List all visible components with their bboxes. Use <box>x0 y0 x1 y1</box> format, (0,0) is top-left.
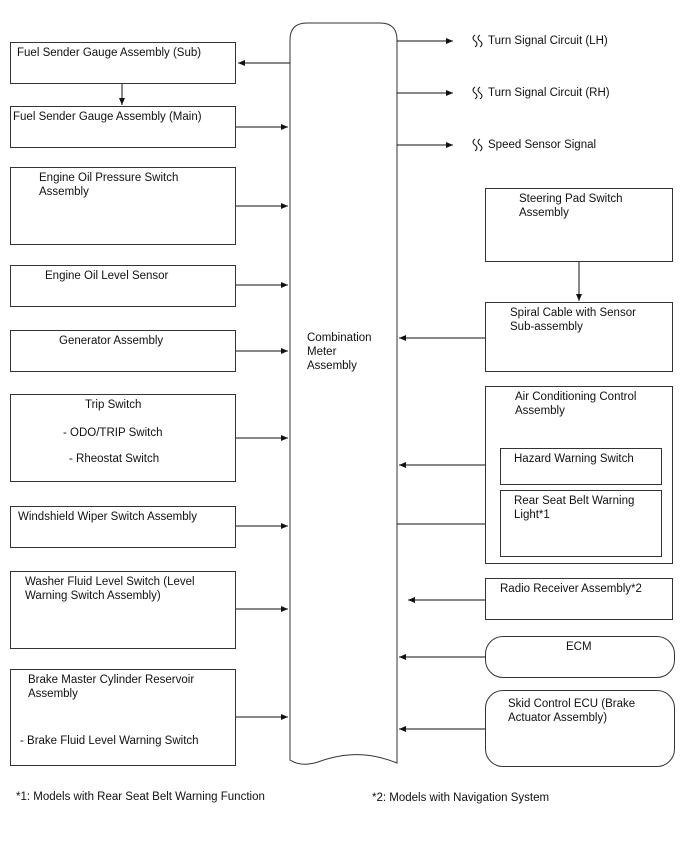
break-mark-turn-rh <box>472 86 483 100</box>
washer-level-label-2: Warning Switch Assembly) <box>25 590 161 602</box>
ecm-box: ECM <box>485 636 675 678</box>
generator-label: Generator Assembly <box>59 335 164 347</box>
rear-belt-label-1: Rear Seat Belt Warning <box>514 495 635 507</box>
brake-reservoir-label-2: Assembly <box>28 688 78 700</box>
fuel-sender-sub-label: Fuel Sender Gauge Assembly (Sub) <box>17 47 202 59</box>
steering-pad-box: Steering Pad Switch Assembly <box>485 188 673 262</box>
footnote-1: *1: Models with Rear Seat Belt Warning F… <box>16 791 265 803</box>
wiper-switch-label: Windshield Wiper Switch Assembly <box>18 511 197 523</box>
footnote-2: *2: Models with Navigation System <box>372 792 550 804</box>
turn-signal-rh-label: Turn Signal Circuit (RH) <box>488 87 610 99</box>
combination-meter-label-1: Combination <box>307 332 372 344</box>
skid-control-label-2: Actuator Assembly) <box>508 712 608 724</box>
rear-belt-label-2: Light*1 <box>514 509 550 521</box>
hazard-switch-box: Hazard Warning Switch <box>500 448 662 485</box>
oil-pressure-label-1: Engine Oil Pressure Switch <box>39 172 179 184</box>
trip-switch-box: Trip Switch - ODO/TRIP Switch - Rheostat… <box>10 394 236 482</box>
fuel-sender-main-label: Fuel Sender Gauge Assembly (Main) <box>13 111 202 123</box>
oil-pressure-switch-box: Engine Oil Pressure Switch Assembly <box>10 167 236 245</box>
spiral-cable-box: Spiral Cable with Sensor Sub-assembly <box>485 302 673 372</box>
ac-control-label-1: Air Conditioning Control <box>515 391 637 403</box>
combination-meter-label-2: Meter <box>307 346 337 358</box>
radio-receiver-label: Radio Receiver Assembly*2 <box>500 583 642 595</box>
oil-level-label: Engine Oil Level Sensor <box>45 270 169 282</box>
trip-odo-label: - ODO/TRIP Switch <box>63 427 163 439</box>
speed-sensor-label: Speed Sensor Signal <box>488 139 597 151</box>
brake-reservoir-box: Brake Master Cylinder Reservoir Assembly… <box>10 669 236 766</box>
spiral-cable-label-2: Sub-assembly <box>510 321 583 333</box>
generator-box: Generator Assembly <box>10 330 236 372</box>
ecm-label: ECM <box>566 641 592 653</box>
ac-control-label-2: Assembly <box>515 405 565 417</box>
fuel-sender-sub-box: Fuel Sender Gauge Assembly (Sub) <box>10 42 236 84</box>
combination-meter-label-3: Assembly <box>307 360 357 372</box>
radio-receiver-box: Radio Receiver Assembly*2 <box>485 578 673 620</box>
fuel-sender-main-box: Fuel Sender Gauge Assembly (Main) <box>10 106 236 148</box>
brake-reservoir-label-1: Brake Master Cylinder Reservoir <box>28 674 195 686</box>
oil-pressure-label-2: Assembly <box>39 186 89 198</box>
skid-control-box: Skid Control ECU (Brake Actuator Assembl… <box>485 690 675 767</box>
oil-level-sensor-box: Engine Oil Level Sensor <box>10 265 236 307</box>
spiral-cable-label-1: Spiral Cable with Sensor <box>510 307 636 319</box>
skid-control-label-1: Skid Control ECU (Brake <box>508 698 636 710</box>
brake-fluid-switch-label: - Brake Fluid Level Warning Switch <box>20 735 199 747</box>
steering-pad-label-2: Assembly <box>519 207 569 219</box>
hazard-switch-label: Hazard Warning Switch <box>514 453 634 465</box>
combination-meter-block <box>289 22 398 765</box>
washer-level-box: Washer Fluid Level Switch (Level Warning… <box>10 571 236 649</box>
break-mark-speed <box>472 138 483 152</box>
washer-level-label-1: Washer Fluid Level Switch (Level <box>25 576 195 588</box>
rear-belt-light-box: Rear Seat Belt Warning Light*1 <box>500 490 662 557</box>
break-mark-turn-lh <box>472 34 483 48</box>
steering-pad-label-1: Steering Pad Switch <box>519 193 623 205</box>
turn-signal-lh-label: Turn Signal Circuit (LH) <box>488 35 608 47</box>
wiper-switch-box: Windshield Wiper Switch Assembly <box>10 506 236 548</box>
trip-switch-label: Trip Switch <box>85 399 142 411</box>
trip-rheostat-label: - Rheostat Switch <box>69 453 160 465</box>
